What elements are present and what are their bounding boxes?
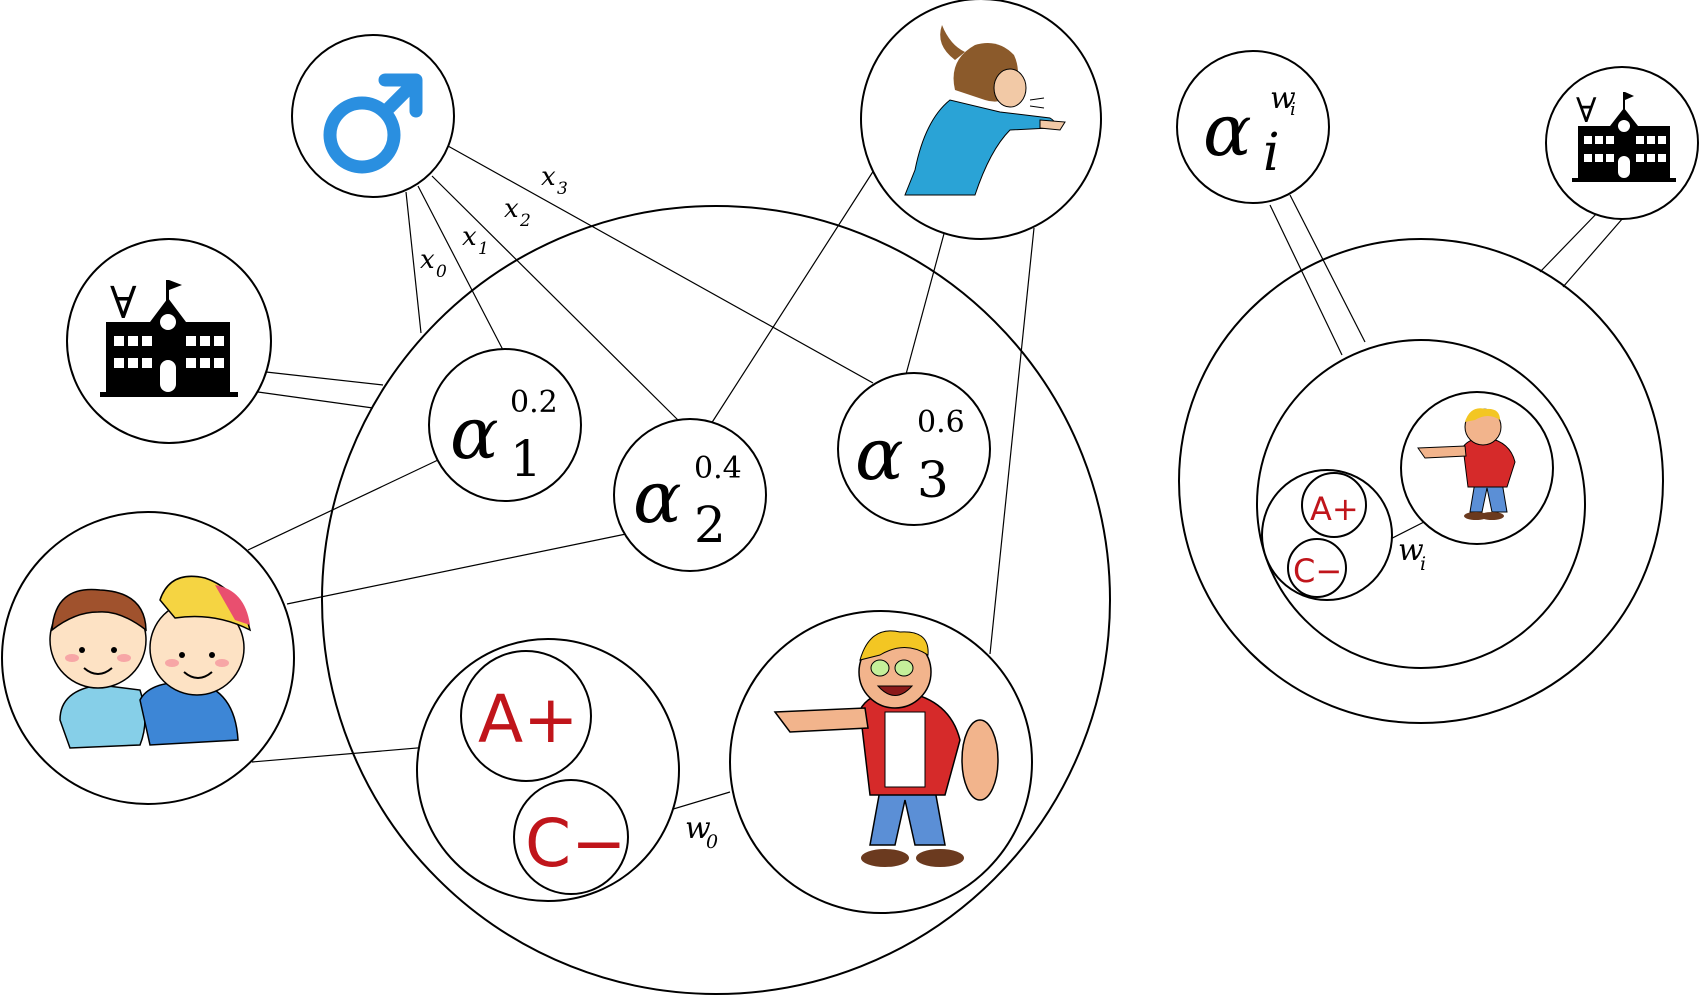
label-wi: w	[1398, 533, 1424, 568]
edge-x1	[417, 185, 504, 351]
edge-teacher-bully	[989, 227, 1035, 655]
edge-labels: x 0 x 1 x 2 x 3 w 0 w i	[420, 162, 1426, 853]
right-inner-circle	[1256, 339, 1586, 669]
teacher-node	[860, 0, 1102, 240]
label-x2: x	[504, 194, 519, 224]
a-plus-node-right	[1301, 472, 1367, 538]
forall-symbol-right: ∀	[1576, 91, 1597, 131]
label-x3-sub: 3	[557, 179, 568, 199]
alpha-3-subscript: 3	[917, 451, 949, 509]
c-minus-node	[513, 779, 629, 895]
c-minus-label-right: C−	[1293, 552, 1342, 590]
edge-x3	[447, 145, 874, 384]
alpha-1-symbol: α	[450, 391, 499, 475]
alpha-1-node: α 1 0.2	[428, 348, 582, 502]
c-minus-node-right	[1287, 538, 1347, 598]
label-x3: x	[541, 162, 556, 192]
forall-symbol: ∀	[110, 278, 137, 329]
label-x0-sub: 0	[436, 262, 447, 282]
edge-school-double-b	[257, 391, 374, 409]
a-plus-node	[460, 650, 592, 782]
label-x2-sub: 2	[519, 211, 531, 231]
label-x1-sub: 1	[478, 239, 489, 259]
alpha-2-symbol: α	[633, 455, 682, 539]
main-hyperedge-circle	[321, 205, 1111, 995]
c-minus-label: C−	[525, 805, 626, 882]
alpha-i-superscript: w	[1270, 81, 1296, 116]
school-node-left: ∀	[66, 238, 272, 444]
label-wi-sub: i	[1420, 553, 1426, 575]
male-node	[291, 34, 455, 198]
alpha-i-node: α i w i	[1176, 50, 1330, 204]
alpha-3-symbol: α	[855, 412, 904, 496]
edge-teacher-alpha3	[904, 229, 946, 379]
alpha-i-superscript-sub: i	[1290, 99, 1296, 120]
alpha-i-symbol: α	[1203, 88, 1252, 172]
right-outer-circle	[1178, 238, 1664, 724]
alpha-1-superscript: 0.2	[510, 385, 558, 420]
edge-x2	[431, 175, 683, 425]
alpha-2-superscript: 0.4	[694, 451, 742, 486]
a-plus-label: A+	[478, 681, 578, 758]
alpha-3-node: α 3 0.6	[837, 372, 991, 526]
edge-school2-double-a	[1539, 209, 1601, 273]
label-w0: w	[685, 811, 711, 846]
edge-teacher-alpha2	[710, 169, 875, 425]
grades-group-right: A+ C−	[1261, 469, 1393, 601]
edge-x0	[405, 191, 422, 334]
a-plus-label-right: A+	[1310, 490, 1359, 528]
edge-alphai-double-b	[1289, 194, 1366, 343]
label-x0: x	[420, 245, 435, 275]
friends-node	[1, 511, 295, 805]
scolding-teacher-icon	[904, 25, 1066, 196]
bully-node	[729, 610, 1033, 914]
bully-node-right	[1400, 391, 1554, 545]
alpha-1-subscript: 1	[510, 430, 542, 488]
pointing-bully-icon	[773, 630, 999, 867]
edge-friends-alpha1	[247, 459, 439, 551]
edge-school-double-a	[265, 371, 384, 386]
male-symbol-icon	[323, 73, 423, 174]
alpha-i-subscript: i	[1263, 123, 1280, 183]
label-x1: x	[462, 222, 477, 252]
alpha-2-subscript: 2	[694, 496, 726, 554]
school-node-right: ∀	[1545, 66, 1699, 220]
grades-group: A+ C−	[416, 638, 680, 902]
two-boys-friends-icon	[49, 575, 252, 749]
edge-alphai-double-a	[1269, 204, 1343, 356]
alpha-3-superscript: 0.6	[917, 405, 965, 440]
edge-friends-alpha2	[286, 533, 627, 605]
label-w0-sub: 0	[706, 831, 718, 853]
pointing-bully-icon-right	[1417, 408, 1516, 520]
alpha-2-node: α 2 0.4	[613, 418, 767, 572]
edge-school2-double-b	[1562, 217, 1624, 288]
